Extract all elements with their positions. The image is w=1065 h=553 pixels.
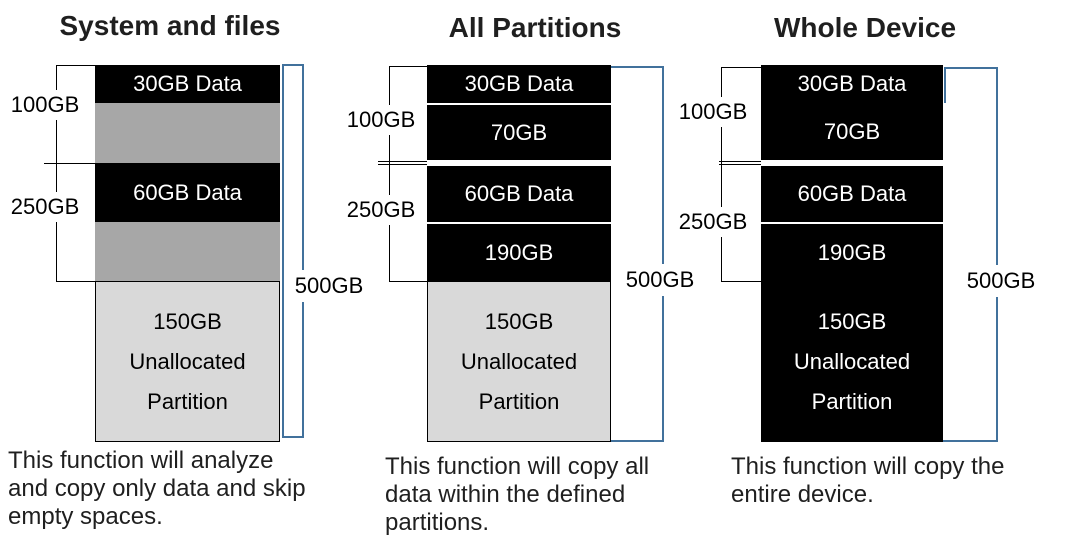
partition-bracket-tick-250gb	[56, 281, 95, 282]
device-size-bracket-top	[611, 66, 664, 68]
partition-bracket-tick-100gb-lower	[378, 164, 427, 165]
segment-60gb-data: 60GB Data	[427, 166, 611, 222]
partition-bracket-tick-250gb	[721, 281, 761, 282]
segment-70gb: 70GB	[761, 103, 943, 160]
label-partition2-size: 250GB	[2, 192, 88, 222]
label-partition1-size: 100GB	[338, 105, 424, 135]
segment-190gb: 190GB	[427, 224, 611, 281]
device-size-bracket-side	[996, 67, 998, 442]
device-size-bracket-bottom	[611, 440, 664, 442]
label-partition2-size: 250GB	[666, 207, 760, 237]
segment-150gb-unallocated: 150GB Unallocated Partition	[427, 281, 611, 442]
caption-all-partitions: This function will copy all data within …	[385, 453, 650, 536]
label-partition1-size: 100GB	[666, 97, 760, 127]
partition-bracket-tick-top	[389, 66, 427, 67]
partition-bracket-tick-top	[721, 67, 761, 68]
partition-bracket-tick-100gb	[44, 163, 95, 164]
segment-150gb-unallocated: 150GB Unallocated Partition	[761, 281, 943, 442]
segment-30gb-data: 30GB Data	[95, 65, 280, 103]
partition-bracket-tick-100gb	[719, 161, 761, 162]
segment-60gb-data: 60GB Data	[761, 166, 943, 222]
label-partition2-size: 250GB	[338, 195, 424, 225]
segment-190gb-empty	[95, 222, 280, 281]
device-size-bracket-side	[662, 66, 664, 442]
column-title-system-and-files: System and files	[59, 10, 281, 41]
segment-70gb: 70GB	[427, 105, 611, 160]
caption-whole-device: This function will copy the entire devic…	[731, 453, 1005, 508]
partition-bracket-spine	[389, 66, 390, 282]
segment-30gb-data: 30GB Data	[761, 65, 943, 103]
column-title-all-partitions: All Partitions	[448, 12, 622, 43]
segment-70gb-empty	[95, 103, 280, 163]
partition-bracket-spine	[721, 67, 722, 281]
segment-190gb: 190GB	[761, 224, 943, 281]
partition-bracket-tick-100gb-lower	[719, 164, 761, 165]
partition-bracket-spine	[56, 65, 57, 281]
column-title-whole-device: Whole Device	[773, 12, 957, 43]
device-size-bracket-bottom	[943, 440, 998, 442]
partition-bracket-tick-100gb	[378, 161, 427, 162]
label-device-size: 500GB	[620, 264, 700, 296]
device-size-bracket-top	[945, 67, 998, 69]
device-size-bracket	[282, 64, 304, 438]
device-size-bracket-stub	[944, 67, 946, 103]
label-device-size: 500GB	[289, 270, 369, 302]
segment-60gb-data: 60GB Data	[95, 163, 280, 222]
label-device-size: 500GB	[960, 265, 1042, 297]
partition-bracket-tick-250gb	[389, 281, 427, 282]
label-partition1-size: 100GB	[2, 90, 88, 120]
segment-30gb-data: 30GB Data	[427, 65, 611, 103]
segment-150gb-unallocated: 150GB Unallocated Partition	[95, 281, 280, 442]
caption-system-and-files: This function will analyze and copy only…	[8, 447, 306, 530]
partition-bracket-tick-top	[56, 65, 95, 66]
